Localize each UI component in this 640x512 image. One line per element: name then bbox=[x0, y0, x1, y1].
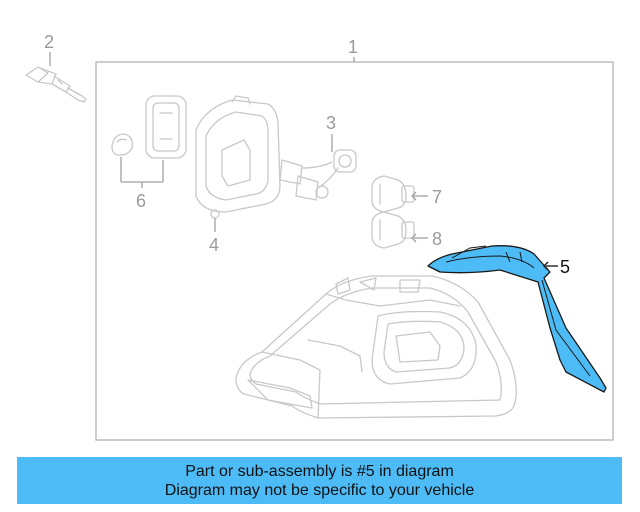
callout-2: 2 bbox=[44, 32, 54, 52]
assembly-frame bbox=[95, 61, 614, 441]
callout-5: 5 bbox=[560, 257, 570, 277]
part-5-shape bbox=[427, 245, 607, 393]
callout-1: 1 bbox=[348, 37, 358, 57]
part-3-harness: 3 bbox=[279, 113, 357, 201]
tail-lamp-housing bbox=[235, 275, 517, 419]
callout-6: 6 bbox=[136, 191, 146, 211]
info-line-2: Diagram may not be specific to your vehi… bbox=[164, 481, 475, 499]
part-6-gasket: 6 bbox=[111, 95, 187, 211]
part-7-bulb: 7 bbox=[371, 175, 442, 213]
part-5-trim-panel: 5 bbox=[427, 245, 607, 393]
part-4-carrier: 4 bbox=[195, 95, 281, 255]
callout-8: 8 bbox=[432, 229, 442, 249]
callout-3: 3 bbox=[326, 113, 336, 133]
info-banner: Part or sub-assembly is #5 in diagram Di… bbox=[17, 457, 622, 504]
info-line-1: Part or sub-assembly is #5 in diagram bbox=[185, 462, 454, 480]
part-8-bulb: 8 bbox=[371, 211, 442, 249]
part-2-socket: 2 bbox=[25, 32, 87, 103]
callout-7: 7 bbox=[432, 187, 442, 207]
callout-4: 4 bbox=[209, 235, 219, 255]
